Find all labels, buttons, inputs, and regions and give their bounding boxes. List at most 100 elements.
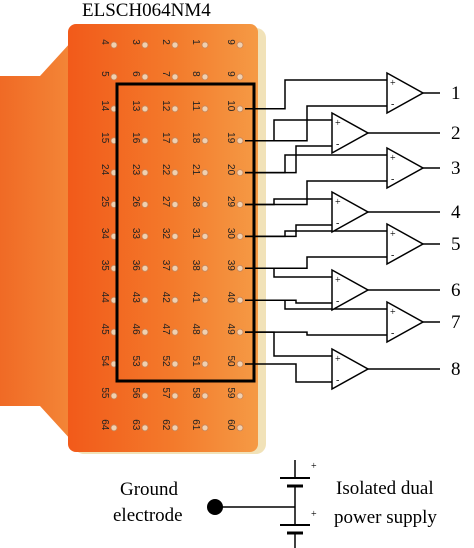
pad-number: 11 <box>190 101 201 112</box>
pad-number: 41 <box>190 292 201 304</box>
pad-number: 33 <box>130 228 141 240</box>
input-wire-minus <box>245 256 387 270</box>
pad-contact <box>110 392 118 400</box>
op-amp-minus: - <box>391 174 394 185</box>
pad-contact <box>236 105 244 113</box>
op-amp-plus: + <box>390 307 396 318</box>
electrode-pad: 61 <box>190 419 209 432</box>
electrode-pad: 51 <box>190 355 209 368</box>
electrode-pad: 5 <box>99 71 118 81</box>
pad-contact <box>141 296 149 304</box>
pad-contact <box>236 137 244 145</box>
pad-number: 44 <box>99 292 110 304</box>
electrode-pad: 17 <box>160 132 179 145</box>
op-amp-minus: - <box>336 375 339 386</box>
supply-label-line2: power supply <box>334 507 437 528</box>
electrode-pad: 29 <box>225 196 244 208</box>
ground-label-line2: electrode <box>113 505 183 526</box>
pad-number: 54 <box>99 355 110 367</box>
pad-contact <box>171 137 179 145</box>
pad-number: 50 <box>225 355 236 367</box>
pad-number: 51 <box>190 355 201 367</box>
pad-number: 14 <box>99 100 110 112</box>
pad-contact <box>141 201 149 208</box>
electrode-pad: 57 <box>160 387 179 400</box>
op-amp-triangle <box>386 146 425 190</box>
electrode-pad: 16 <box>130 132 149 145</box>
op-amp-1: +-1 <box>386 71 461 115</box>
pad-contact <box>201 392 209 400</box>
pad-number: 9 <box>225 39 236 45</box>
electrode-pad: 9 <box>225 71 244 81</box>
op-amp-minus: - <box>336 296 339 307</box>
channel-label: 7 <box>451 312 461 333</box>
electrode-pad: 6 <box>130 71 149 81</box>
op-amp-7: + - 7 <box>386 300 461 344</box>
op-amp-minus: - <box>391 328 394 339</box>
pad-contact <box>141 264 149 272</box>
pad-contact <box>201 424 209 432</box>
pad-number: 58 <box>190 387 201 399</box>
electrode-pad: 12 <box>160 100 179 113</box>
input-wire-plus <box>245 198 332 206</box>
amplifier-array: +-1+-2+-3+-4+-5+-6+-7+-8 <box>331 71 461 391</box>
pad-contact <box>110 73 118 81</box>
input-wire-plus <box>245 299 387 310</box>
supply-label-line1: Isolated dual <box>336 478 434 499</box>
power-section: + + Ground electrode Isolated dual power… <box>113 460 437 548</box>
wiring <box>245 79 387 383</box>
pad-number: 45 <box>99 324 110 336</box>
op-amp-3: +-3 <box>386 146 461 190</box>
input-wire-plus <box>245 331 332 357</box>
pad-contact <box>236 424 244 432</box>
electrode-pad: 49 <box>225 324 244 336</box>
op-amp-triangle <box>331 111 370 155</box>
pad-number: 5 <box>99 71 110 77</box>
pad-contact <box>201 360 209 368</box>
electrode-pad: 30 <box>225 228 244 240</box>
op-amp-minus: - <box>391 250 394 261</box>
pad-number: 16 <box>130 132 141 144</box>
pad-contact <box>171 201 179 208</box>
battery-upper-plus: + <box>311 461 317 472</box>
electrode-pad: 64 <box>99 419 118 432</box>
electrode-pad: 28 <box>190 196 209 208</box>
electrode-pad: 19 <box>225 132 244 145</box>
pad-number: 48 <box>190 324 201 336</box>
pad-contact <box>201 105 209 113</box>
pad-contact <box>171 392 179 400</box>
electrode-pad: 53 <box>130 355 149 368</box>
pad-number: 52 <box>160 355 171 367</box>
input-wire-plus <box>245 154 387 174</box>
op-amp-plus: + <box>335 197 341 208</box>
pad-number: 28 <box>190 196 201 208</box>
pad-number: 39 <box>225 260 236 272</box>
pad-contact <box>171 296 179 304</box>
pad-number: 9 <box>225 71 236 77</box>
pad-contact <box>171 41 179 49</box>
pad-contact <box>236 41 244 49</box>
pad-number: 64 <box>99 419 110 431</box>
pad-number: 34 <box>99 228 110 240</box>
op-amp-plus: + <box>390 78 396 89</box>
pad-number: 53 <box>130 355 141 367</box>
channel-label: 4 <box>451 202 461 223</box>
op-amp-plus: + <box>335 354 341 365</box>
pad-number: 49 <box>225 324 236 336</box>
pad-contact <box>201 264 209 272</box>
pad-number: 7 <box>160 71 171 77</box>
pad-contact <box>171 424 179 432</box>
pad-contact <box>201 169 209 177</box>
pad-number: 21 <box>190 164 201 176</box>
op-amp-triangle <box>331 347 370 391</box>
electrode-pad: 46 <box>130 324 149 336</box>
pad-contact <box>236 232 244 240</box>
electrode-pad: 63 <box>130 419 149 432</box>
pad-contact <box>141 392 149 400</box>
pad-contact <box>171 232 179 240</box>
electrode-pad: 23 <box>130 164 149 177</box>
electrode-pad: 32 <box>160 228 179 240</box>
pad-contact <box>141 137 149 145</box>
